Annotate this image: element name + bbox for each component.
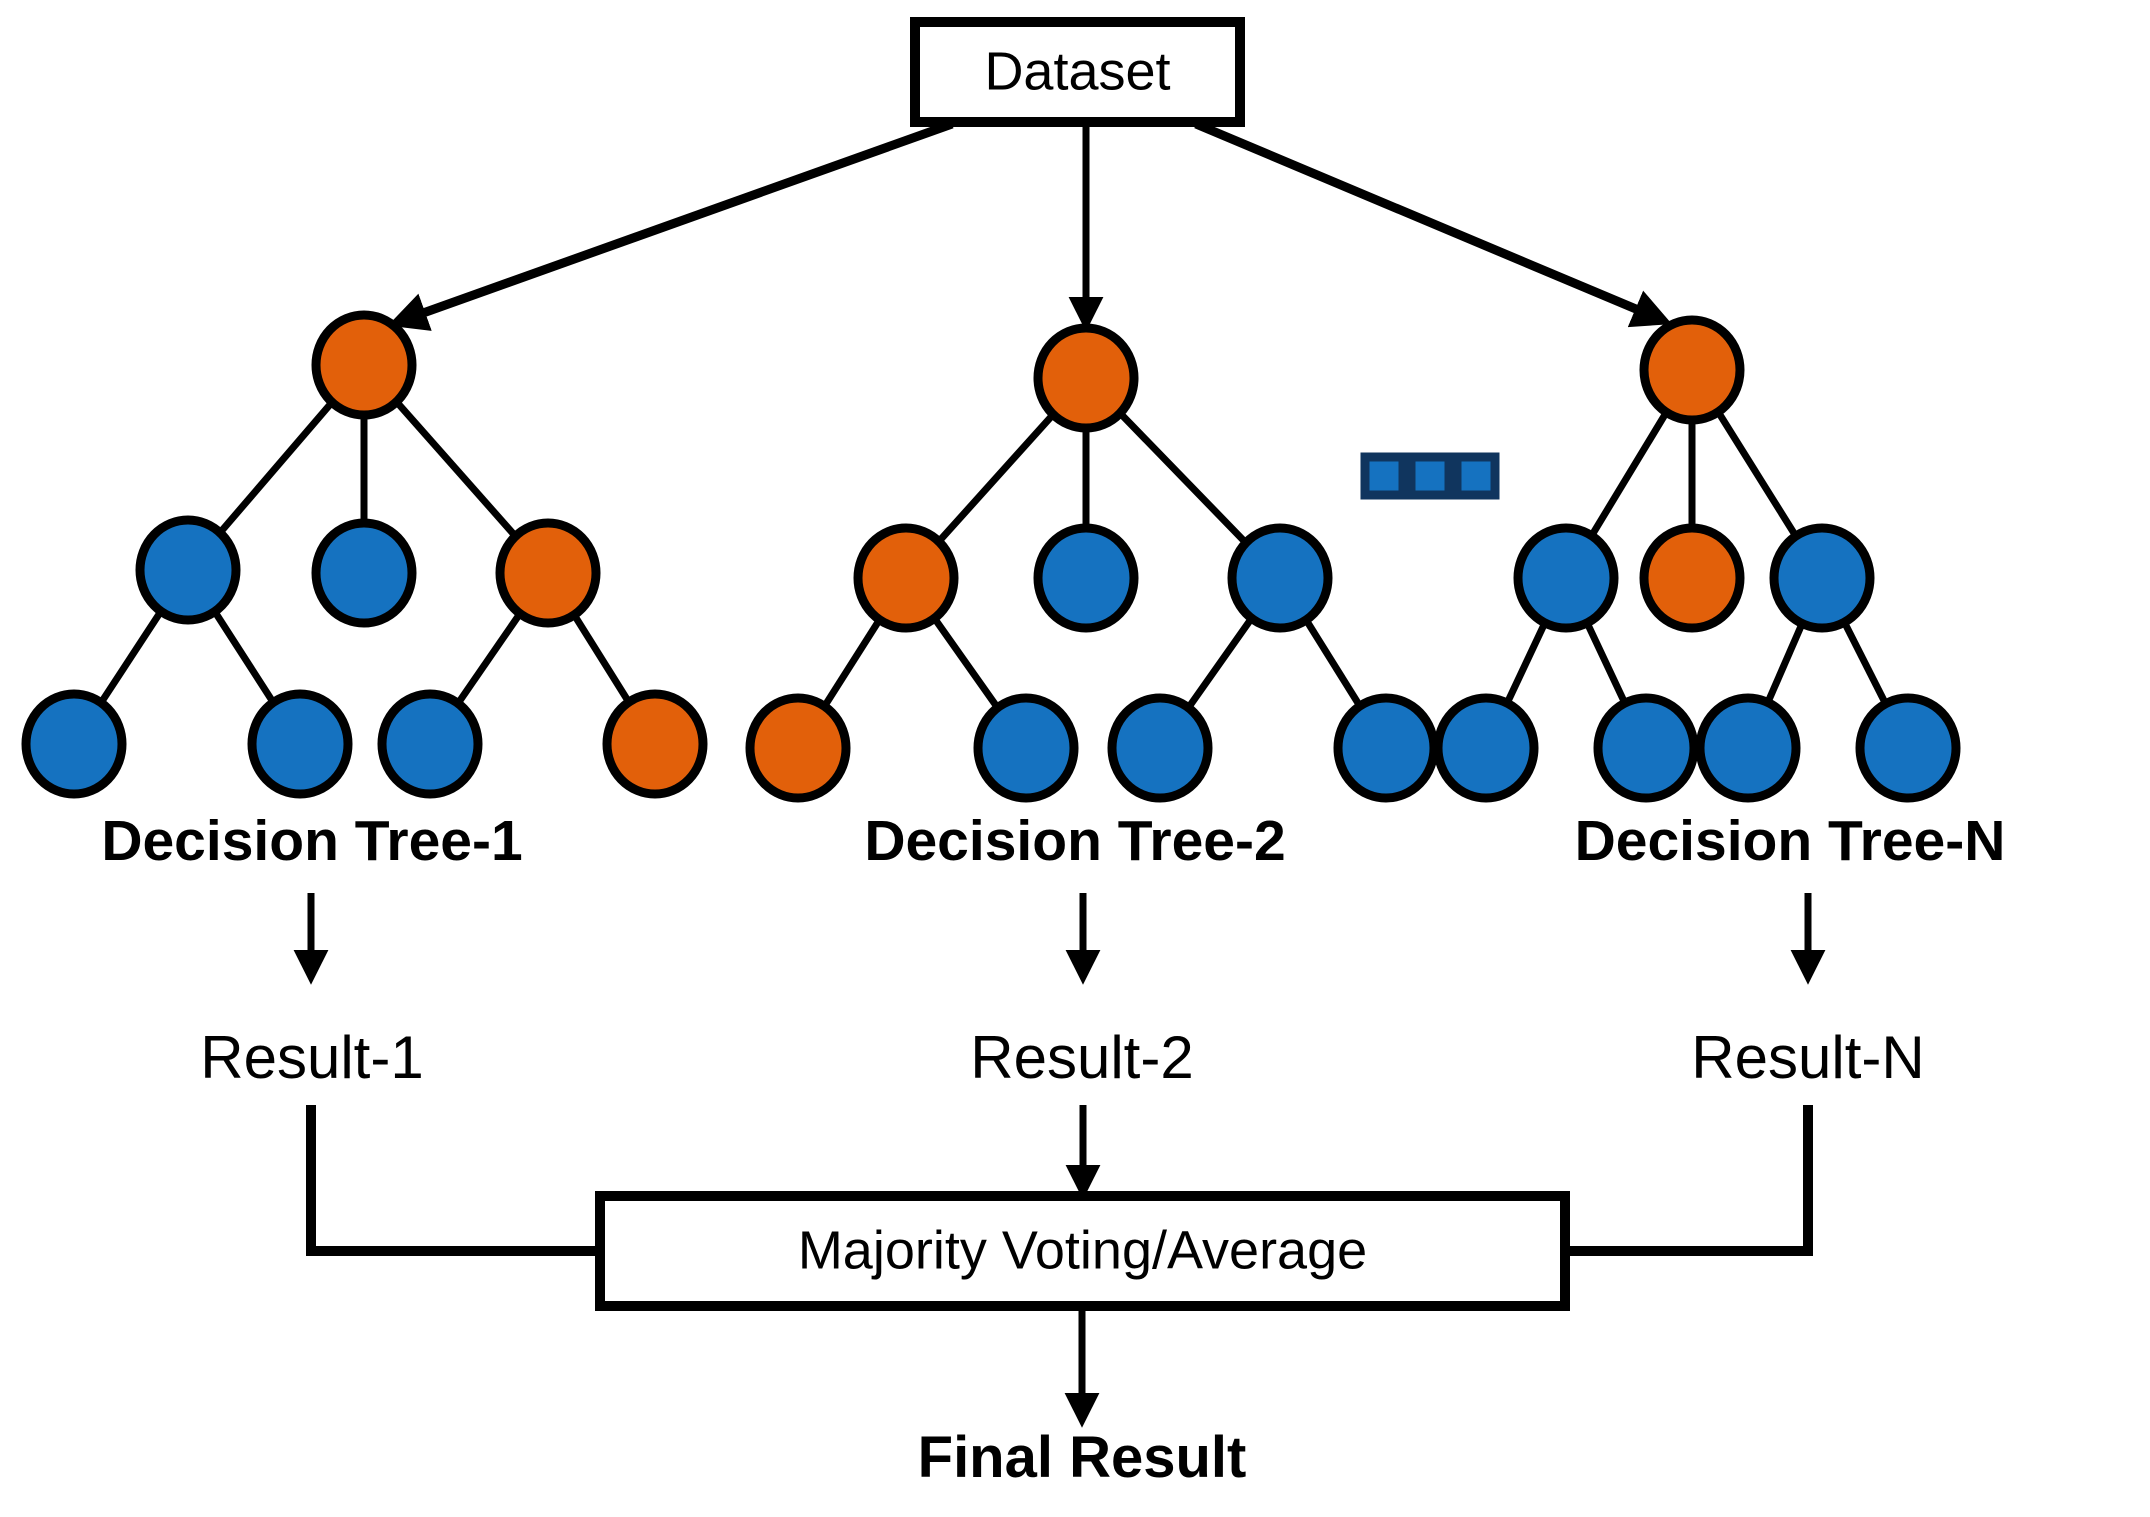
tree-label-tree-1: Decision Tree-1 [101, 809, 522, 873]
tree-node-blue [247, 689, 353, 799]
result-label-tree-1: Result-1 [200, 1024, 423, 1091]
tree-node-blue [973, 693, 1079, 803]
result-n-to-voting-connector [1565, 1105, 1813, 1256]
tree-nodes-layer [21, 310, 1961, 803]
result-label-tree-2: Result-2 [970, 1024, 1193, 1091]
ellipsis-square-2-icon [1406, 452, 1454, 500]
tree-label-tree-2: Decision Tree-2 [864, 809, 1285, 873]
tree-node-orange [311, 310, 417, 420]
tree-to-result-arrows [293, 893, 1826, 985]
dataset-box-label: Dataset [984, 41, 1170, 101]
tree-node-blue [311, 518, 417, 628]
tree-node-blue [1333, 693, 1439, 803]
result-1-to-voting-connector [306, 1105, 600, 1256]
majority-voting-box: Majority Voting/Average [595, 1191, 1570, 1311]
more-trees-ellipsis [1360, 452, 1500, 500]
dataset-distribution-arrows [387, 119, 1672, 332]
dataset-box: Dataset [910, 17, 1245, 127]
result-to-voting-connectors [306, 1105, 1813, 1256]
tree-node-blue [377, 689, 483, 799]
tree-node-orange [602, 689, 708, 799]
tree-label-tree-n: Decision Tree-N [1575, 809, 2006, 873]
majority-voting-box-label: Majority Voting/Average [798, 1220, 1367, 1280]
majority-voting-box-rect [595, 1191, 1570, 1311]
tree-node-blue [1227, 523, 1333, 633]
tree-node-orange [853, 523, 959, 633]
tree-node-blue [135, 515, 241, 625]
tree-node-orange [1639, 523, 1745, 633]
tree-node-blue [1513, 523, 1619, 633]
tree-node-blue [1033, 523, 1139, 633]
tree-node-blue [1855, 693, 1961, 803]
tree-node-orange [1639, 315, 1745, 425]
dataset-box-rect [910, 17, 1245, 127]
tree-node-blue [1769, 523, 1875, 633]
tree-node-blue [1107, 693, 1213, 803]
tree-node-orange [495, 518, 601, 628]
tree-node-blue [1695, 693, 1801, 803]
tree-node-orange [745, 693, 851, 803]
tree-node-blue [21, 689, 127, 799]
tree-node-blue [1433, 693, 1539, 803]
result-label-tree-n: Result-N [1691, 1024, 1924, 1091]
tree-node-blue [1593, 693, 1699, 803]
dataset-to-tree-1-arrow [387, 119, 954, 331]
final-result-label: Final Result [918, 1425, 1247, 1490]
tree-node-orange [1033, 323, 1139, 433]
ellipsis-square-1-icon [1360, 452, 1408, 500]
ellipsis-square-3-icon [1452, 452, 1500, 500]
dataset-to-tree-n-arrow [1194, 119, 1672, 328]
